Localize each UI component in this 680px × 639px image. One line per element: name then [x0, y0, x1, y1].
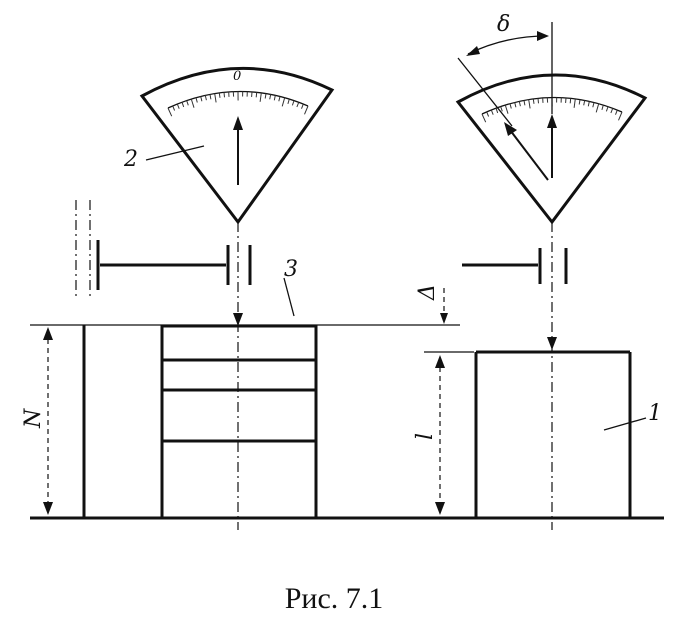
dial-tick	[602, 105, 603, 110]
label-3-leader	[284, 278, 294, 316]
deviation-arc-arrow-right	[537, 31, 549, 41]
right-probe-tip	[547, 337, 557, 350]
deviation-arc	[468, 36, 546, 54]
dial-tick	[282, 98, 285, 107]
dial-tick	[616, 110, 618, 115]
right-dial-pointer	[510, 130, 548, 180]
left-dial-indicator: 0	[142, 68, 332, 222]
dial-tick	[533, 99, 534, 104]
left-dial-ticks	[168, 92, 308, 117]
left-stand	[76, 200, 250, 300]
label-1-leader	[604, 418, 646, 430]
dial-tick	[579, 100, 580, 105]
dial-tick	[487, 112, 489, 117]
dimension-n-arrow-bottom	[43, 502, 53, 515]
dimension-n: N	[21, 327, 53, 515]
label-2-leader	[146, 146, 204, 160]
dial-tick	[515, 102, 516, 107]
dial-tick	[510, 104, 511, 109]
dial-tick	[205, 95, 206, 100]
dial-tick	[302, 104, 304, 109]
dial-tick	[196, 98, 197, 103]
dial-tick	[191, 99, 194, 108]
dial-tick	[173, 106, 175, 111]
dial-tick	[288, 99, 289, 104]
deviation-indicator: δ	[458, 12, 552, 126]
dial-tick	[305, 106, 309, 114]
dial-tick	[279, 97, 280, 102]
dial-tick	[270, 94, 271, 99]
dial-tick	[210, 94, 211, 99]
dial-tick	[256, 92, 257, 97]
right-zero-mark-tip	[547, 114, 557, 128]
left-pointer-tip	[233, 116, 243, 130]
dial-tick	[593, 103, 594, 108]
dial-tick	[187, 101, 189, 106]
dial-tick	[505, 105, 508, 114]
dial-tick	[611, 108, 613, 113]
dial-tick	[496, 108, 498, 113]
left-dial-zero-label: 0	[233, 69, 241, 84]
dimension-delta-arrow	[440, 313, 448, 324]
dial-tick	[491, 110, 493, 115]
right-stand	[462, 248, 566, 284]
deviation-pointer-line	[458, 58, 512, 126]
dial-tick	[596, 104, 599, 113]
deviation-arc-arrow-left	[466, 46, 480, 56]
dial-tick	[215, 94, 216, 103]
label-3: 3	[284, 257, 298, 282]
dial-tick	[529, 100, 530, 109]
left-probe-tip	[233, 313, 243, 326]
dimension-l: l	[413, 355, 445, 515]
dial-tick	[588, 101, 589, 106]
dial-tick	[297, 102, 299, 107]
dial-tick	[274, 95, 275, 100]
dial-tick	[501, 107, 503, 112]
dial-tick	[538, 98, 539, 103]
dimension-delta: Δ	[415, 284, 474, 352]
dial-tick	[519, 101, 520, 106]
dial-tick	[619, 112, 623, 120]
dial-tick	[606, 107, 608, 112]
dial-tick	[201, 96, 202, 101]
gauge-block-stack	[84, 325, 316, 518]
dimension-n-arrow-top	[43, 327, 53, 340]
dial-tick	[168, 108, 172, 116]
dimension-l-arrow-bottom	[435, 502, 445, 515]
dial-tick	[292, 101, 294, 106]
measured-part	[476, 352, 630, 518]
dial-tick	[570, 98, 571, 103]
dimension-l-arrow-top	[435, 355, 445, 368]
dial-tick	[177, 104, 179, 109]
label-1: 1	[648, 401, 662, 426]
dial-tick	[482, 114, 486, 122]
dial-tick	[224, 92, 225, 97]
dial-tick	[574, 99, 575, 108]
dial-tick	[265, 94, 266, 99]
label-2: 2	[123, 147, 138, 172]
dimension-l-label: l	[413, 433, 438, 440]
dial-tick	[182, 102, 184, 107]
dimension-n-label: N	[21, 408, 46, 429]
dimension-delta-label: Δ	[415, 284, 440, 301]
dial-tick	[524, 100, 525, 105]
deviation-label: δ	[497, 12, 510, 37]
figure-caption: Рис. 7.1	[285, 582, 384, 615]
dial-tick	[219, 93, 220, 98]
dial-tick	[584, 100, 585, 105]
dial-tick	[260, 93, 261, 102]
